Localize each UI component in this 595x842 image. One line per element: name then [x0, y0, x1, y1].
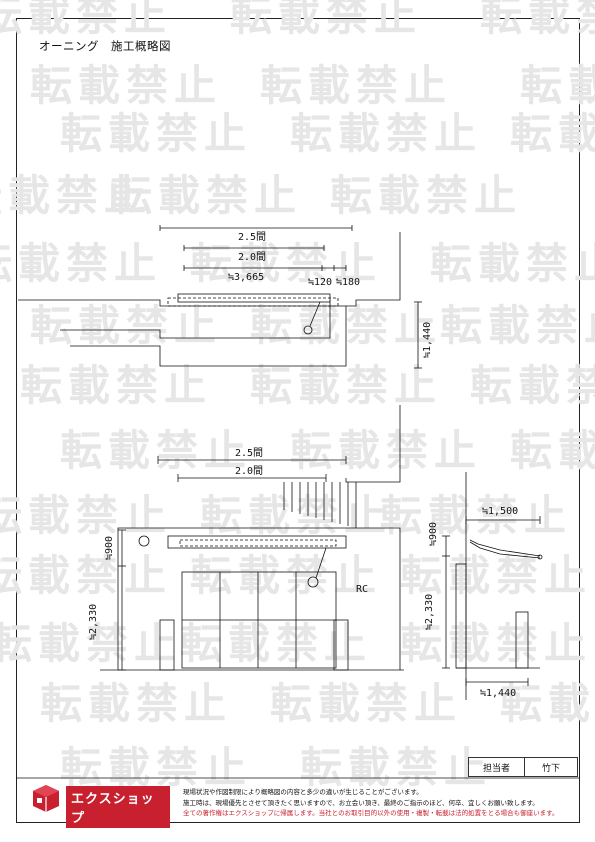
crank-handle [309, 301, 321, 327]
watermark-text: 転載禁止 [60, 743, 252, 792]
watermark-text: 転載禁止 [400, 619, 592, 668]
dim-label: ≒900 [104, 536, 115, 560]
watermark-text: 転載禁止 [60, 109, 252, 158]
watermark-text: 転載禁止 [270, 679, 462, 728]
staff-label: 担当者 [469, 758, 525, 776]
dim-label: 2.5間 [235, 447, 263, 459]
watermark-text: 転載禁止 [400, 551, 592, 600]
watermark-text: 転載禁止 [30, 301, 222, 350]
watermark-text: 転載禁止 [0, 619, 182, 668]
watermark-text: 転載禁止 [300, 743, 492, 792]
note-line: 施工時は、現場優先とさせて頂きたく思いますので、お立会い頂き、最終のご指示のほど… [183, 798, 539, 807]
watermark-text: 転載禁止 [0, 491, 172, 540]
awning-cassette [167, 535, 347, 549]
awning-tip [537, 554, 543, 560]
awning-fabric [179, 539, 337, 547]
watermark-text: 転載禁止 [510, 109, 595, 158]
pillar [333, 619, 349, 671]
footer-notes: 現場状況や作図制限により概略図の内容と多少の違いが生じることがございます。 施工… [183, 787, 558, 819]
watermark-text: 転載禁止 [0, 239, 162, 288]
watermark-text: 転載禁止 [250, 301, 442, 350]
watermark-text: 転載禁止 [30, 61, 222, 110]
dim-label: ≒2,330 [424, 594, 435, 630]
awning-arm [469, 539, 541, 557]
note-line: 現場状況や作図制限により概略図の内容と多少の違いが生じることがございます。 [183, 788, 423, 796]
dim-label: ≒2,330 [88, 604, 99, 640]
company-logo: エクスショップ https://www.ex-shop.net/ [30, 782, 170, 828]
watermark-text: 転載禁止 [0, 551, 172, 600]
staff-box: 担当者 竹下 [468, 757, 578, 777]
watermark-text: 転載禁止 [430, 239, 595, 288]
building-wall [18, 232, 401, 307]
watermark-text: 転載禁止 [0, 0, 172, 40]
step-outline [60, 300, 331, 339]
watermark-text: 転載禁止 [480, 0, 595, 40]
watermark-text: 転載禁止 [290, 426, 482, 475]
watermark-text: 転載禁止 [190, 551, 382, 600]
watermark-text: 転載禁止 [330, 171, 522, 220]
watermark-text: 転載禁止 [180, 619, 372, 668]
dim-label: ≒900 [428, 522, 439, 546]
dim-label: ≒3,665 [228, 272, 264, 283]
watermark-text: 転載禁止 [110, 171, 302, 220]
watermark-text: 転載禁止 [440, 301, 595, 350]
watermark-text: 転載禁止 [380, 491, 572, 540]
logo-url: https://www.ex-shop.net/ [66, 805, 159, 813]
crank-handle [315, 547, 327, 579]
watermark-text: 転載禁止 [510, 426, 595, 475]
watermark-text: 転載禁止 [520, 61, 595, 110]
watermark-text: 転載禁止 [40, 679, 232, 728]
box-logo-icon [33, 785, 59, 812]
dim-label: ≒1,440 [422, 322, 433, 358]
wall-material-label: RC [356, 584, 368, 595]
light-fixture [138, 535, 150, 547]
watermark-layer: 転載禁止 転載禁止 転載禁止 転載禁止 転載禁止 転載禁止 転載禁止 転載禁止 … [0, 0, 595, 792]
page-title: オーニング 施工概略図 [39, 39, 171, 53]
front-view [100, 405, 404, 671]
copyright-line: 全ての著作権はエクスショップに帰属します。当社とのお取引目的以外の使用・複製・転… [183, 809, 559, 817]
watermark-text: 転載禁止 [470, 361, 595, 410]
side-view [442, 472, 543, 700]
watermark-text: 転載禁止 [190, 239, 382, 288]
crank-knob [307, 576, 319, 588]
watermark-text: 転載禁止 [0, 171, 152, 220]
watermark-text: 転載禁止 [60, 426, 252, 475]
dim-label: 2.5間 [238, 231, 266, 243]
watermark-text: 転載禁止 [20, 361, 212, 410]
watermark-text: 転載禁止 [200, 491, 392, 540]
drawing-frame [16, 18, 580, 823]
staff-name: 竹下 [541, 763, 560, 774]
watermark-text: 転載禁止 [250, 361, 442, 410]
dim-label: 2.0間 [235, 465, 263, 477]
dim-label: ≒1,500 [482, 506, 518, 517]
watermark-text: 転載禁止 [260, 61, 452, 110]
watermark-text: 転載禁止 [500, 679, 595, 728]
logo-name: エクスショップ [66, 786, 170, 828]
step-outline [70, 306, 347, 367]
plan-view [18, 225, 422, 369]
awning-frame [167, 297, 339, 307]
dim-label: 2.0間 [238, 251, 266, 263]
building-face [117, 527, 401, 670]
crank-knob [303, 325, 313, 335]
watermark-text: 転載禁止 [230, 0, 422, 40]
dim-label: ≒120 [308, 277, 332, 288]
dim-label: ≒1,440 [480, 688, 516, 699]
pillar [159, 619, 175, 671]
watermark-text: 転載禁止 [290, 109, 482, 158]
dim-label: ≒180 [336, 277, 360, 288]
